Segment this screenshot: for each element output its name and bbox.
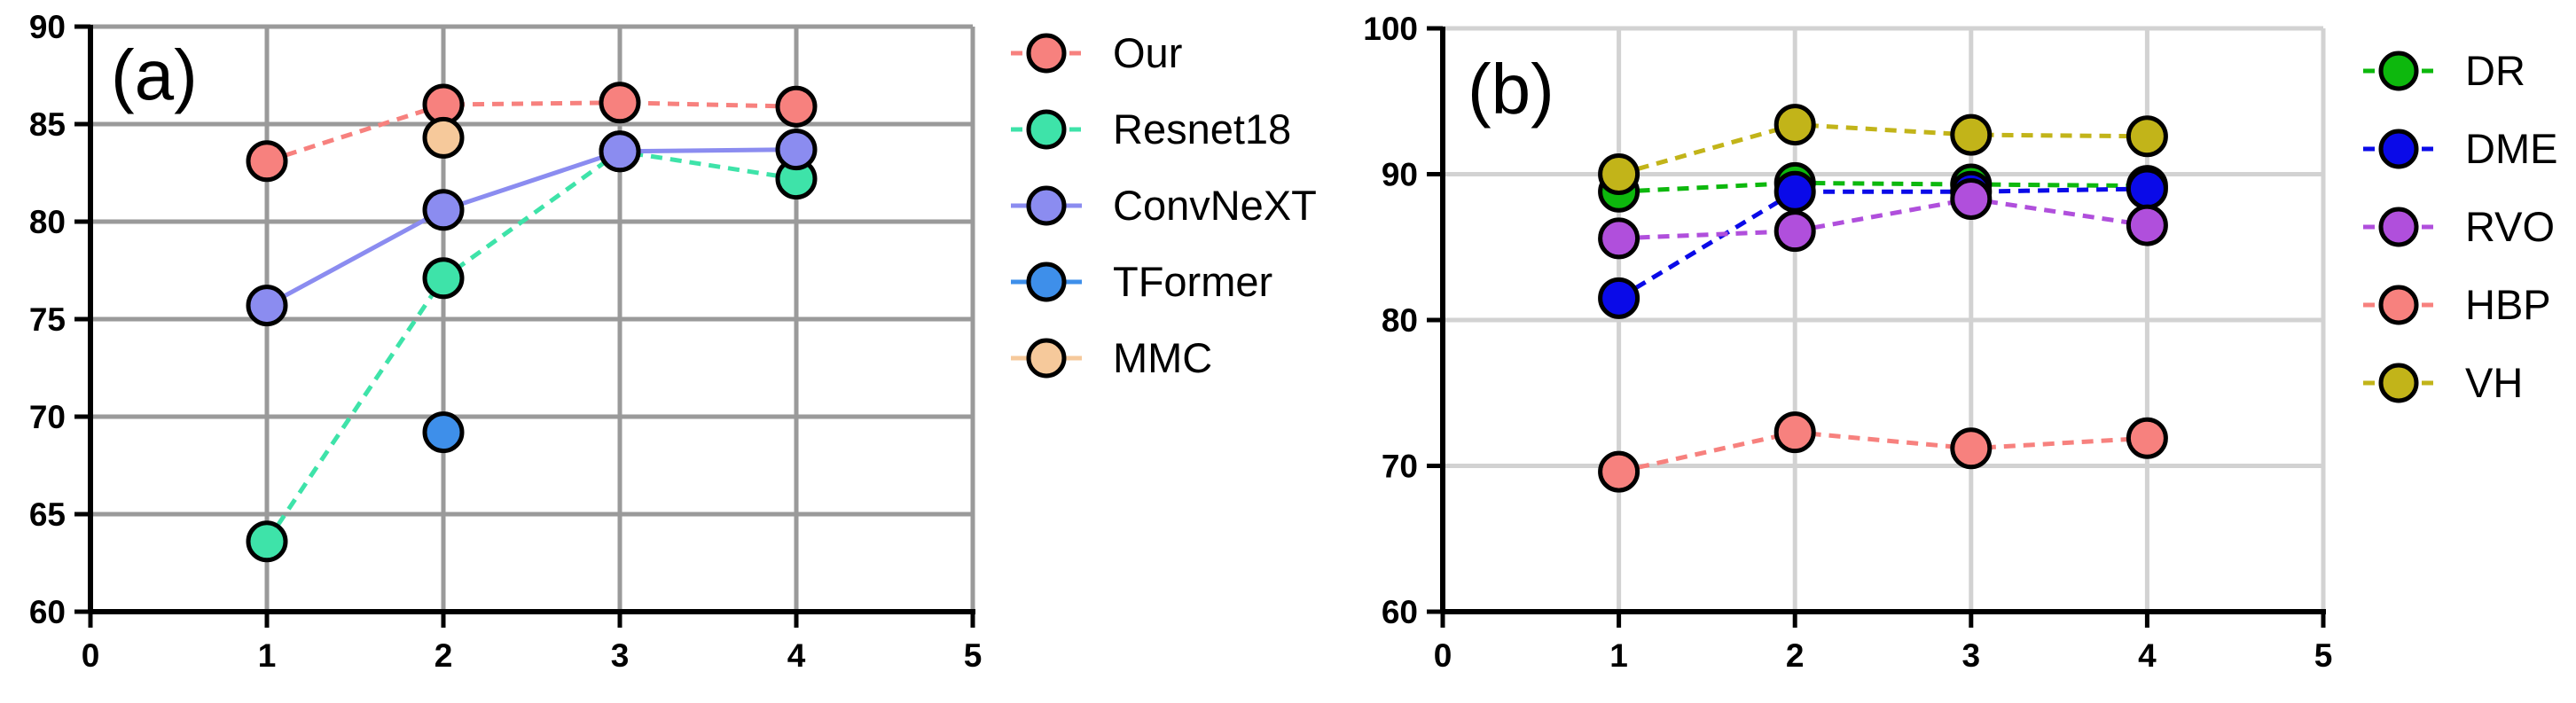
y-tick-label: 65 <box>29 496 66 533</box>
y-tick-label: 70 <box>1382 449 1418 485</box>
legend-marker-mmc <box>1026 338 1067 379</box>
legend-marker-convnext <box>1026 185 1067 226</box>
point-vh-4 <box>2126 115 2168 158</box>
point-our-1 <box>246 140 288 183</box>
point-convnext-4 <box>775 129 818 171</box>
x-tick-label: 5 <box>964 637 983 674</box>
panel-label: (b) <box>1468 50 1554 129</box>
x-tick-label: 2 <box>1786 637 1805 674</box>
point-resnet18-2 <box>422 257 465 300</box>
point-vh-1 <box>1598 153 1640 195</box>
point-hbp-3 <box>1950 427 1993 470</box>
legend-label-vh: VH <box>2465 359 2523 406</box>
x-tick-label: 1 <box>1609 637 1628 674</box>
point-mmc-2 <box>422 116 465 159</box>
series-line-convnext <box>265 147 797 308</box>
point-hbp-4 <box>2126 417 2168 459</box>
panel-label: (a) <box>111 35 198 114</box>
series-line-dr <box>1618 180 2148 194</box>
x-tick-label: 2 <box>435 637 453 674</box>
legend-marker-rvo <box>2378 207 2419 247</box>
point-rvo-1 <box>1598 217 1640 260</box>
series-line-our <box>266 100 797 164</box>
point-dme-1 <box>1598 277 1640 319</box>
point-vh-2 <box>1773 104 1816 146</box>
x-tick-label: 4 <box>787 637 806 674</box>
legend-marker-vh <box>2378 363 2419 403</box>
legend-label-convnext: ConvNeXT <box>1113 182 1317 229</box>
x-tick-label: 3 <box>1962 637 1981 674</box>
legend-marker-hbp <box>2378 285 2419 325</box>
legend-marker-dr <box>2378 51 2419 91</box>
point-resnet18-1 <box>246 520 288 563</box>
panel-b: 60 70 80 90 100 0 1 2 3 4 5 (b) DR DME RVO HBP VH <box>1363 11 2557 674</box>
legend-label-hbp: HBP <box>2465 281 2551 328</box>
legend-label-dme: DME <box>2465 125 2557 172</box>
legend-label-our: Our <box>1113 29 1182 76</box>
x-tick-label: 4 <box>2138 637 2157 674</box>
panel-a: 60 65 70 75 80 85 90 0 1 2 3 4 5 (a) OurResnet18ConvNe… <box>29 9 1317 674</box>
point-convnext-2 <box>422 189 465 231</box>
y-tick-label: 80 <box>29 204 66 240</box>
point-dme-4 <box>2126 168 2168 210</box>
legend-label-resnet18: Resnet18 <box>1113 105 1291 152</box>
legend-marker-dme <box>2378 129 2419 169</box>
legend-label-tformer: TFormer <box>1113 258 1272 305</box>
point-hbp-1 <box>1598 450 1640 493</box>
y-tick-label: 75 <box>29 301 66 338</box>
point-dme-2 <box>1773 170 1816 213</box>
legend-label-mmc: MMC <box>1113 334 1212 381</box>
legend-label-rvo: RVO <box>2465 203 2555 250</box>
point-vh-3 <box>1950 113 1993 156</box>
series-line-rvo <box>1618 196 2148 241</box>
series-line-resnet18 <box>264 149 797 543</box>
y-tick-label: 90 <box>1382 157 1418 193</box>
y-tick-label: 70 <box>29 399 66 435</box>
y-tick-label: 90 <box>29 9 66 45</box>
x-tick-label: 1 <box>258 637 277 674</box>
legend-marker-our <box>1026 33 1067 74</box>
point-our-4 <box>775 85 818 128</box>
x-tick-label: 0 <box>82 637 100 674</box>
point-rvo-3 <box>1950 177 1993 220</box>
x-tick-label: 3 <box>611 637 630 674</box>
legend-label-dr: DR <box>2465 47 2525 94</box>
point-convnext-1 <box>246 285 288 327</box>
point-hbp-2 <box>1773 411 1816 454</box>
series-line-dme <box>1617 186 2148 301</box>
y-tick-label: 85 <box>29 106 66 143</box>
series-line-vh <box>1617 122 2148 176</box>
point-rvo-2 <box>1773 210 1816 253</box>
legend-marker-tformer <box>1026 262 1067 302</box>
y-tick-label: 100 <box>1363 11 1418 47</box>
x-tick-label: 5 <box>2314 637 2333 674</box>
point-rvo-4 <box>2126 204 2168 246</box>
point-our-3 <box>599 82 641 124</box>
y-tick-label: 60 <box>1382 594 1418 630</box>
point-convnext-3 <box>599 130 641 173</box>
legend-marker-resnet18 <box>1026 109 1067 150</box>
x-tick-label: 0 <box>1434 637 1452 674</box>
y-tick-label: 60 <box>29 594 66 630</box>
point-tformer-2 <box>422 411 465 454</box>
y-tick-label: 80 <box>1382 302 1418 339</box>
